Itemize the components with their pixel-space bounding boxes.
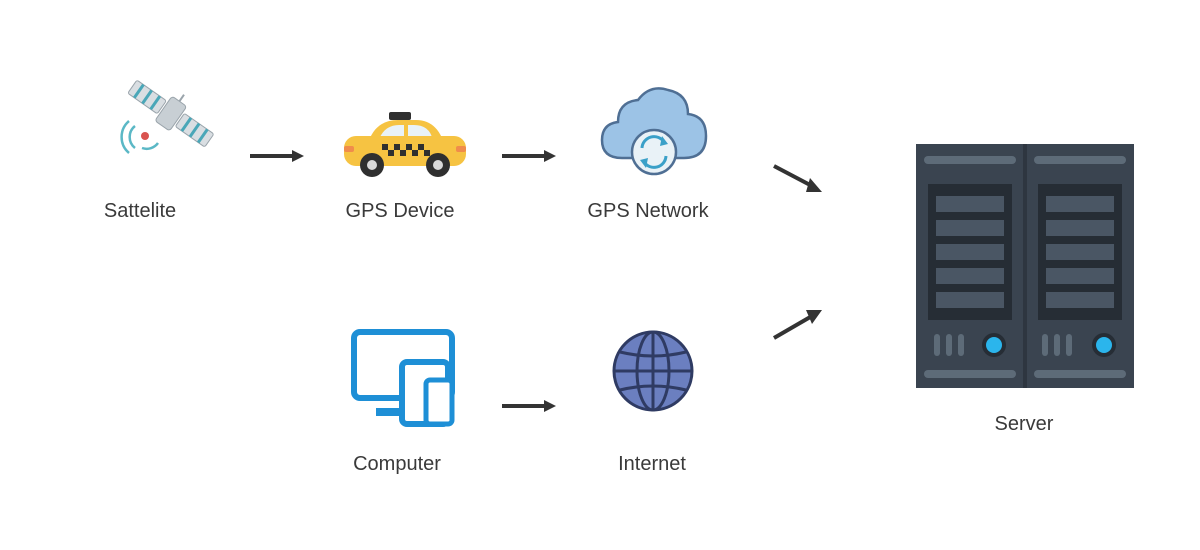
node-label-computer: Computer (353, 453, 441, 475)
node-label-satellite: Sattelite (103, 200, 177, 222)
arrow-computer-to-internet (502, 400, 556, 412)
taxi-car-icon (344, 112, 466, 177)
satellite-icon (120, 80, 214, 154)
devices-icon (351, 329, 455, 427)
arrow-gps-device-to-gps-network (502, 150, 556, 162)
node-label-server: Server (994, 413, 1054, 435)
node-label-gps-network: GPS Network (587, 200, 709, 222)
globe-icon (612, 330, 694, 412)
server-rack-icon (916, 144, 1134, 388)
cloud-sync-icon (600, 87, 708, 176)
node-label-internet: Internet (618, 453, 686, 475)
arrow-gps-network-to-server (773, 164, 822, 192)
node-label-gps-device: GPS Device (345, 200, 455, 222)
arrow-internet-to-server (772, 310, 822, 340)
arrow-satellite-to-gps-device (250, 150, 304, 162)
